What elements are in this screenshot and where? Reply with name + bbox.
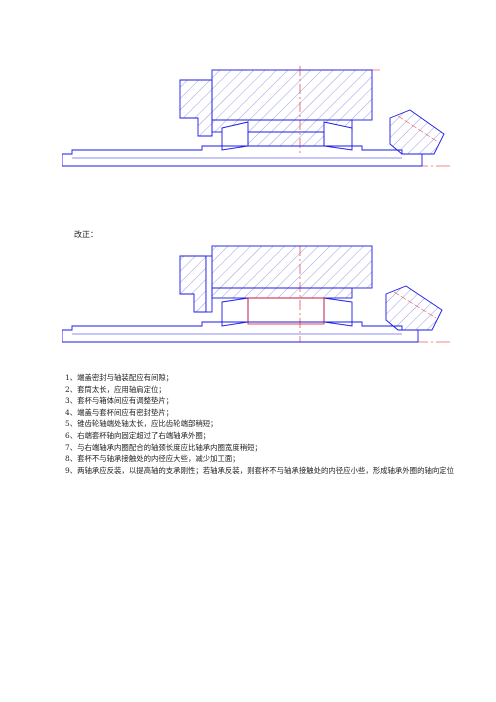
shaft <box>62 145 423 167</box>
note-item: 3、套杯与箱体间应有调整垫片； <box>65 396 174 406</box>
gear-pitch-line <box>393 291 437 319</box>
shim <box>205 255 213 313</box>
note-item: 8、套杯不与轴承接触处的内径应大些，减少加工面； <box>65 454 240 464</box>
sleeve <box>247 131 325 147</box>
note-item: 5、锥齿轮轴端处轴太长，应比齿轮端部稍短； <box>65 419 218 429</box>
original-assembly-drawing <box>62 58 452 186</box>
housing-body <box>211 245 373 289</box>
bevel-gear <box>389 109 445 155</box>
bevel-gear <box>385 285 443 331</box>
bearing-cup <box>211 287 353 299</box>
correction-label: 改正： <box>74 230 98 239</box>
note-item: 7、与右端轴承内圈配合的轴颈长度应比轴承内圈宽度稍短； <box>65 442 262 452</box>
note-item: 2、套筒太长，应用轴肩定位； <box>65 384 166 394</box>
note-item: 1、端盖密封与轴装配应有间隙； <box>65 373 174 382</box>
note-item: 6、右端套杯轴向固定超过了右端轴承外圈； <box>65 430 211 440</box>
correction-notes-list: 1、端盖密封与轴装配应有间隙； 2、套筒太长，应用轴肩定位； 3、套杯与箱体间应… <box>62 372 462 476</box>
original-assembly-svg <box>62 66 452 167</box>
shaft-shoulder <box>247 297 325 325</box>
note-item: 4、端盖与套杯间应有密封垫片； <box>65 407 174 417</box>
shaft <box>62 321 419 343</box>
end-cap <box>179 79 213 137</box>
end-cap <box>179 255 207 313</box>
housing-body <box>211 69 373 121</box>
note-item: 9、两轴承应反装，以提高轴的支承刚性；若轴承反装，则套杯不与轴承接触处的内径应小… <box>65 465 455 475</box>
corrected-assembly-svg <box>62 245 452 343</box>
corrected-assembly-drawing <box>62 242 452 354</box>
